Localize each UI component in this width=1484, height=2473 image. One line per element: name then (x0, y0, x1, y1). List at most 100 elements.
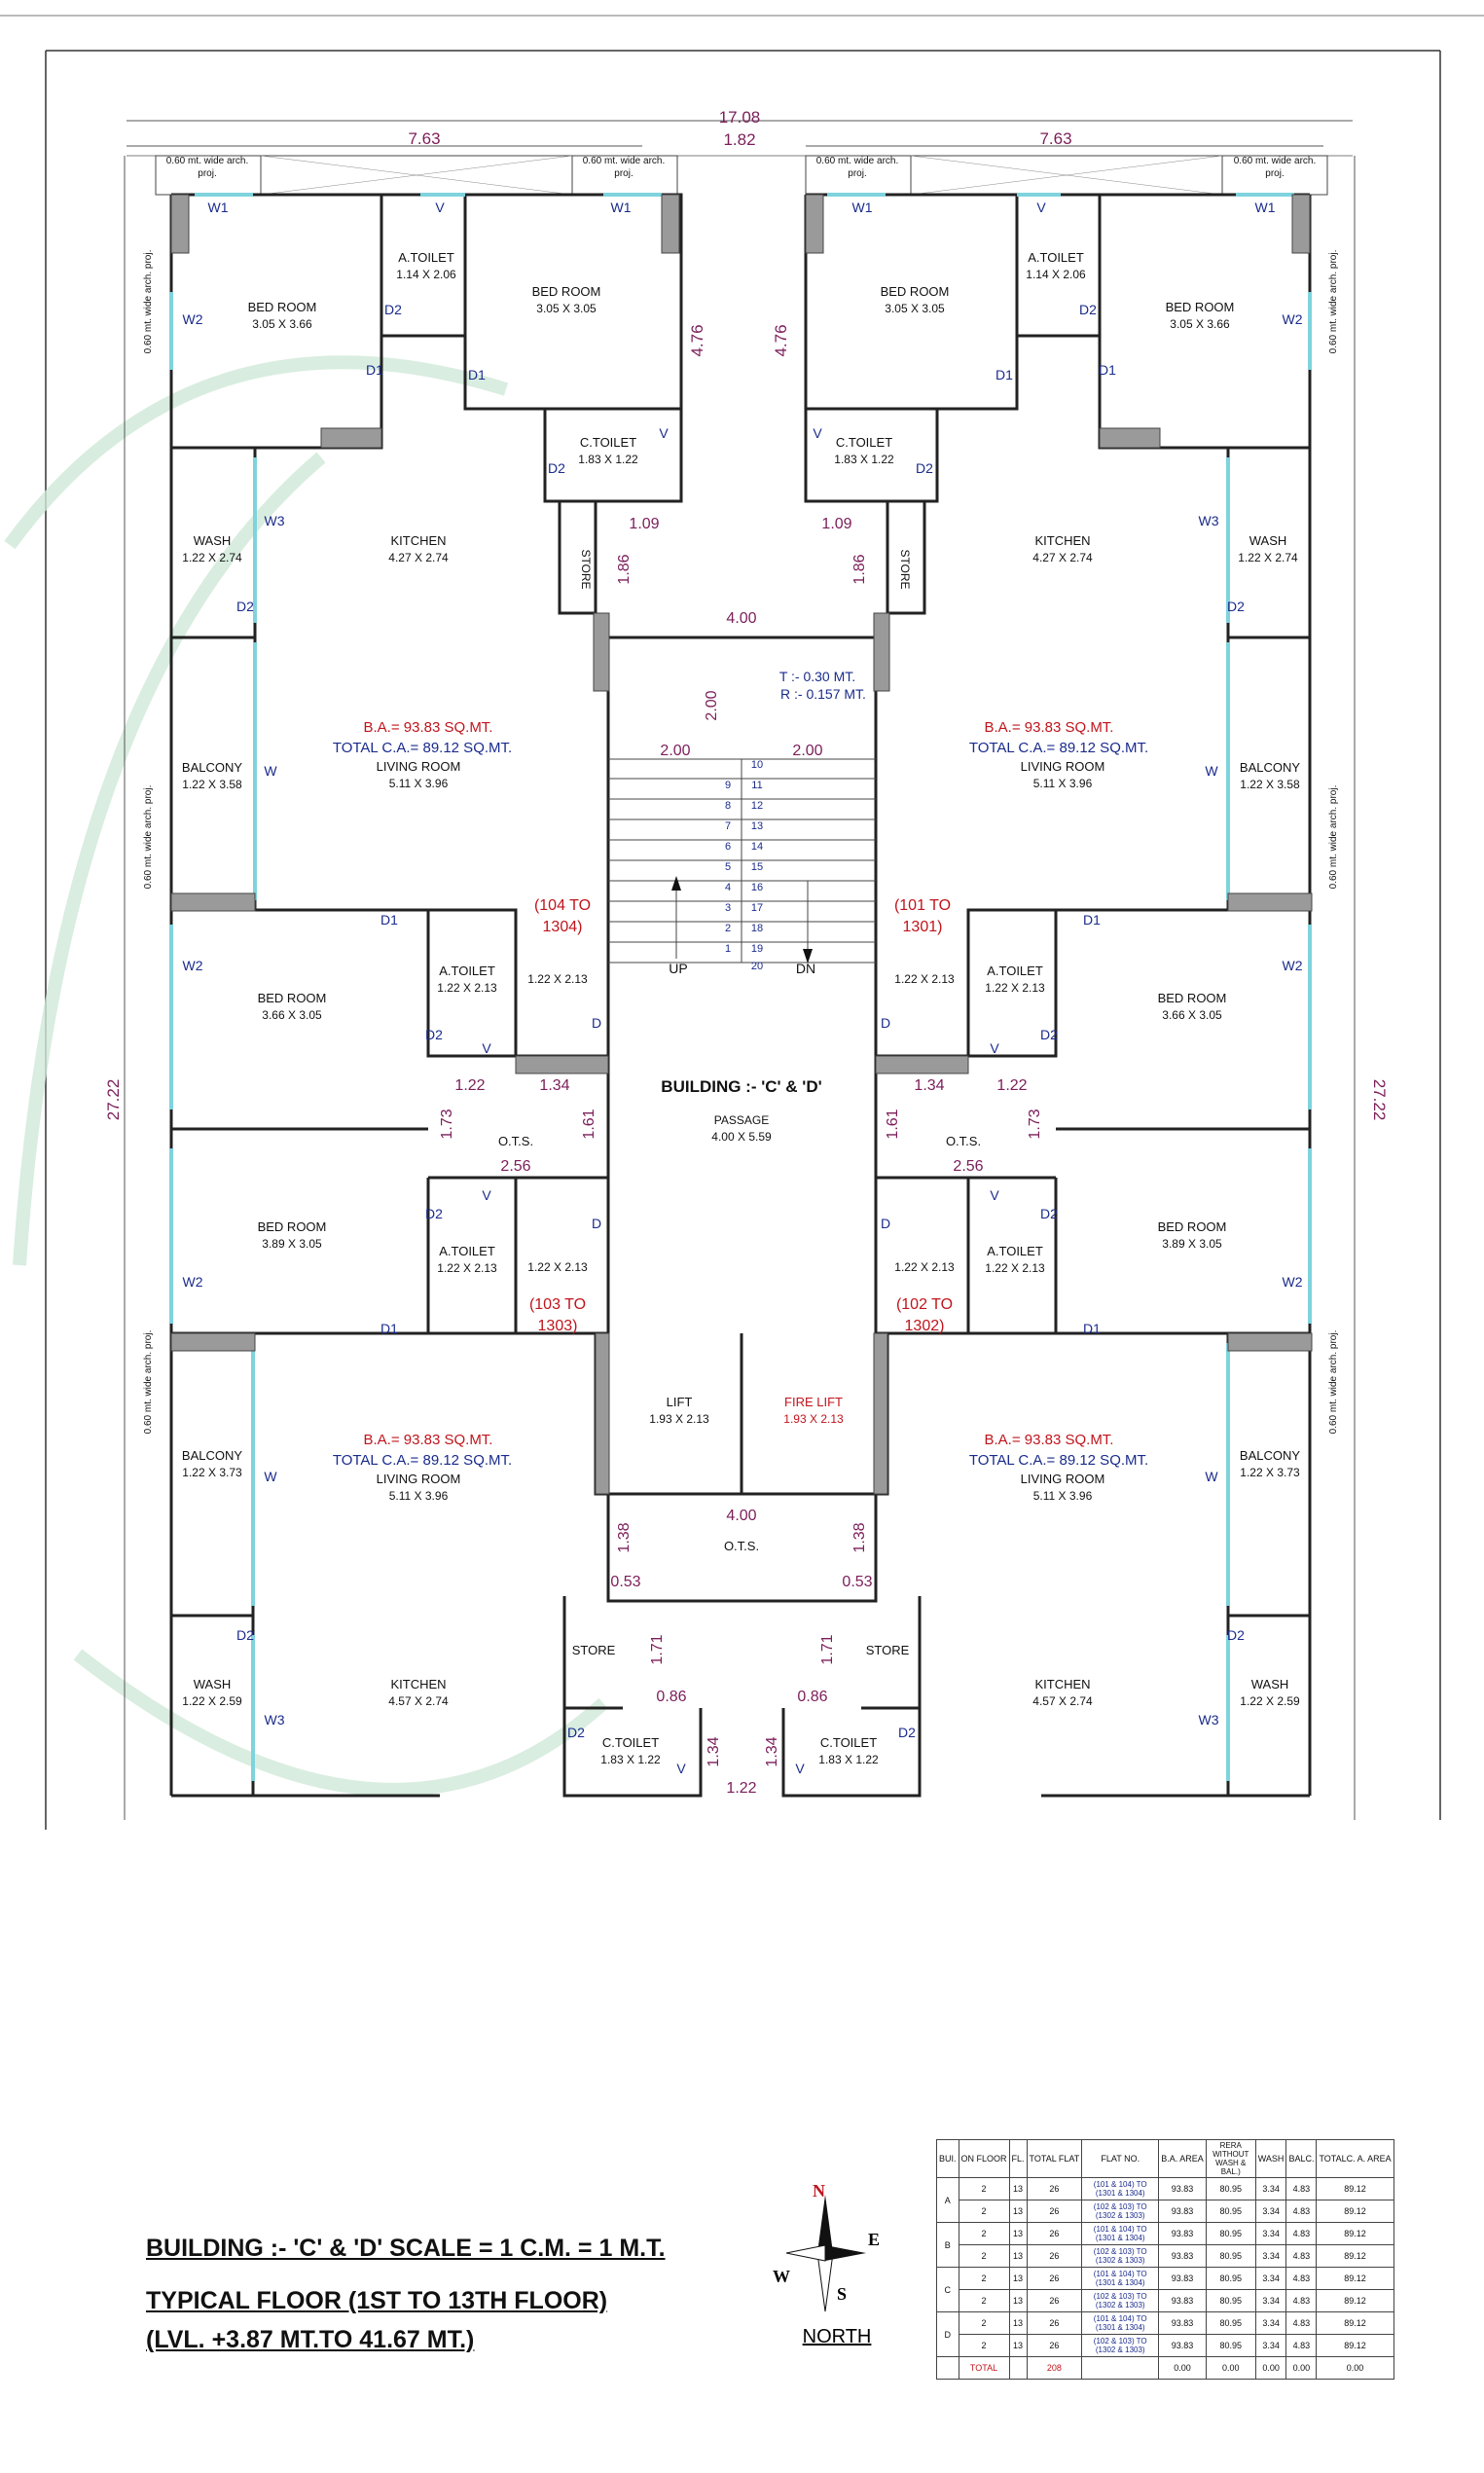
bedroom-label: BED ROOM (258, 1219, 327, 1234)
title-line-building: BUILDING :- 'C' & 'D' SCALE = 1 C.M. = 1… (146, 2235, 666, 2262)
window-tag: W2 (1283, 311, 1303, 327)
ba-area: B.A.= 93.83 SQ.MT. (364, 719, 493, 736)
table-cell: (101 & 104) TO (1301 & 1304) (1081, 2177, 1160, 2200)
dimension-text: 4.00 (726, 610, 756, 627)
table-cell: 2 (958, 2200, 1010, 2223)
step-number: 11 (751, 780, 762, 791)
c-toilet-size: 1.83 X 1.22 (578, 453, 638, 466)
dimension-text: 1.34 (706, 1736, 722, 1766)
flat-number: 1303) (538, 1318, 578, 1334)
table-header-row: BUI. ON FLOOR FL. TOTAL FLAT FLAT NO. B.… (936, 2139, 1394, 2178)
staircase[interactable] (608, 758, 876, 964)
step-number: 8 (725, 800, 731, 812)
door-tag: D2 (548, 460, 565, 476)
table-cell (1008, 2356, 1028, 2380)
dimension-text: 1.86 (616, 554, 633, 584)
ba-area: B.A.= 93.83 SQ.MT. (985, 1432, 1114, 1448)
door-tag: D (592, 1216, 601, 1231)
dimension-text: 1.61 (885, 1109, 901, 1139)
bedroom-size: 3.66 X 3.05 (262, 1008, 322, 1022)
window-tag: W1 (611, 200, 632, 215)
arch-proj-label: proj. (614, 168, 633, 179)
passage-size: 4.00 X 5.59 (711, 1130, 772, 1144)
door-tag: D1 (468, 367, 486, 382)
window-tag: W2 (183, 1274, 203, 1290)
dimension-text: 1.34 (539, 1077, 569, 1094)
arch-proj-label: proj. (848, 168, 866, 179)
balcony-size: 1.22 X 3.73 (1240, 1466, 1300, 1479)
kitchen-size: 4.57 X 2.74 (388, 1694, 449, 1708)
drawing-title: BUILDING :- 'C' & 'D' SCALE = 1 C.M. = 1… (146, 2229, 671, 2359)
window-tag: V (795, 1761, 805, 1776)
step-number: 10 (751, 759, 763, 771)
dimension-text: 2.56 (953, 1158, 983, 1175)
door-tag: D2 (384, 302, 402, 317)
dimension-text: 2.56 (500, 1158, 530, 1175)
a-toilet-label: A.TOILET (987, 1244, 1043, 1258)
compass-w: W (773, 2267, 790, 2286)
column-header: FLAT NO. (1081, 2139, 1160, 2178)
overall-height-right: 27.22 (1370, 1079, 1389, 1121)
arch-proj-side: 0.60 mt. wide arch. proj. (1328, 1330, 1339, 1435)
table-cell: 3.34 (1254, 2222, 1287, 2245)
window-tag: V (435, 200, 445, 215)
arch-proj-label: proj. (198, 168, 216, 179)
floor-plan: 17.08 1.82 7.63 7.63 27.22 27.22 4.76 4.… (0, 15, 1484, 1830)
flat-number: 1301) (903, 919, 943, 935)
a-toilet-label: A.TOILET (439, 964, 495, 978)
step-number: 4 (725, 882, 731, 893)
arch-proj-side: 0.60 mt. wide arch. proj. (143, 785, 154, 890)
step-number: 18 (751, 923, 763, 934)
living-size: 5.11 X 3.96 (389, 777, 449, 790)
table-cell: 2 (958, 2334, 1010, 2357)
table-cell: 26 (1026, 2177, 1083, 2200)
flat-number: 1304) (543, 919, 583, 935)
table-cell: 80.95 (1205, 2267, 1256, 2290)
table-cell: 3.34 (1254, 2244, 1287, 2268)
table-cell: 4.83 (1285, 2267, 1318, 2290)
balcony-label: BALCONY (1240, 760, 1300, 775)
table-cell: 4.83 (1285, 2244, 1318, 2268)
table-cell: 0.00 (1316, 2356, 1394, 2380)
living-label: LIVING ROOM (1021, 1472, 1105, 1486)
door-tag: D1 (1083, 912, 1101, 927)
dimension-text: 2.00 (704, 690, 720, 720)
window-tag: V (990, 1187, 999, 1203)
passage-label: PASSAGE (714, 1113, 769, 1127)
ba-area: B.A.= 93.83 SQ.MT. (364, 1432, 493, 1448)
columns (170, 194, 1313, 1495)
table-cell: B (936, 2222, 959, 2268)
dimension-text: 1.09 (821, 516, 851, 532)
windows (169, 193, 1312, 1781)
bedroom-size: 3.89 X 3.05 (262, 1237, 322, 1251)
window-tag: W1 (1255, 200, 1276, 215)
wash-size: 1.22 X 2.59 (182, 1694, 242, 1708)
wing-depth-left: 4.76 (688, 324, 706, 356)
wing-width-left: 7.63 (408, 129, 440, 148)
dimension-text: 1.61 (581, 1109, 597, 1139)
stair-tread: T :- 0.30 MT. (779, 669, 855, 684)
wash-label: WASH (194, 533, 232, 548)
lift-size: 1.93 X 2.13 (649, 1412, 709, 1426)
a-toilet-size: 1.22 X 2.13 (985, 1261, 1045, 1275)
dimension-text: 1.22 (996, 1077, 1027, 1094)
title-line-levels: (LVL. +3.87 MT.TO 41.67 MT.) (146, 2326, 475, 2353)
table-cell: 93.83 (1158, 2244, 1207, 2268)
bedroom-label: BED ROOM (1158, 991, 1227, 1005)
table-cell: 2 (958, 2244, 1010, 2268)
a-toilet-label: A.TOILET (987, 964, 1043, 978)
table-cell: (102 & 103) TO (1302 & 1303) (1081, 2200, 1160, 2223)
dimension-text: 2.00 (660, 743, 690, 759)
balcony-size: 1.22 X 3.58 (1240, 778, 1300, 791)
table-cell: 26 (1026, 2200, 1083, 2223)
table-cell: 80.95 (1205, 2200, 1256, 2223)
window-tag: W1 (208, 200, 229, 215)
a-toilet-label: A.TOILET (398, 250, 454, 265)
step-number: 12 (751, 800, 763, 812)
step-number: 15 (751, 861, 763, 873)
bedroom-size: 3.05 X 3.05 (885, 302, 945, 315)
step-number: 20 (751, 961, 763, 972)
bedroom-size: 3.05 X 3.66 (252, 317, 312, 331)
